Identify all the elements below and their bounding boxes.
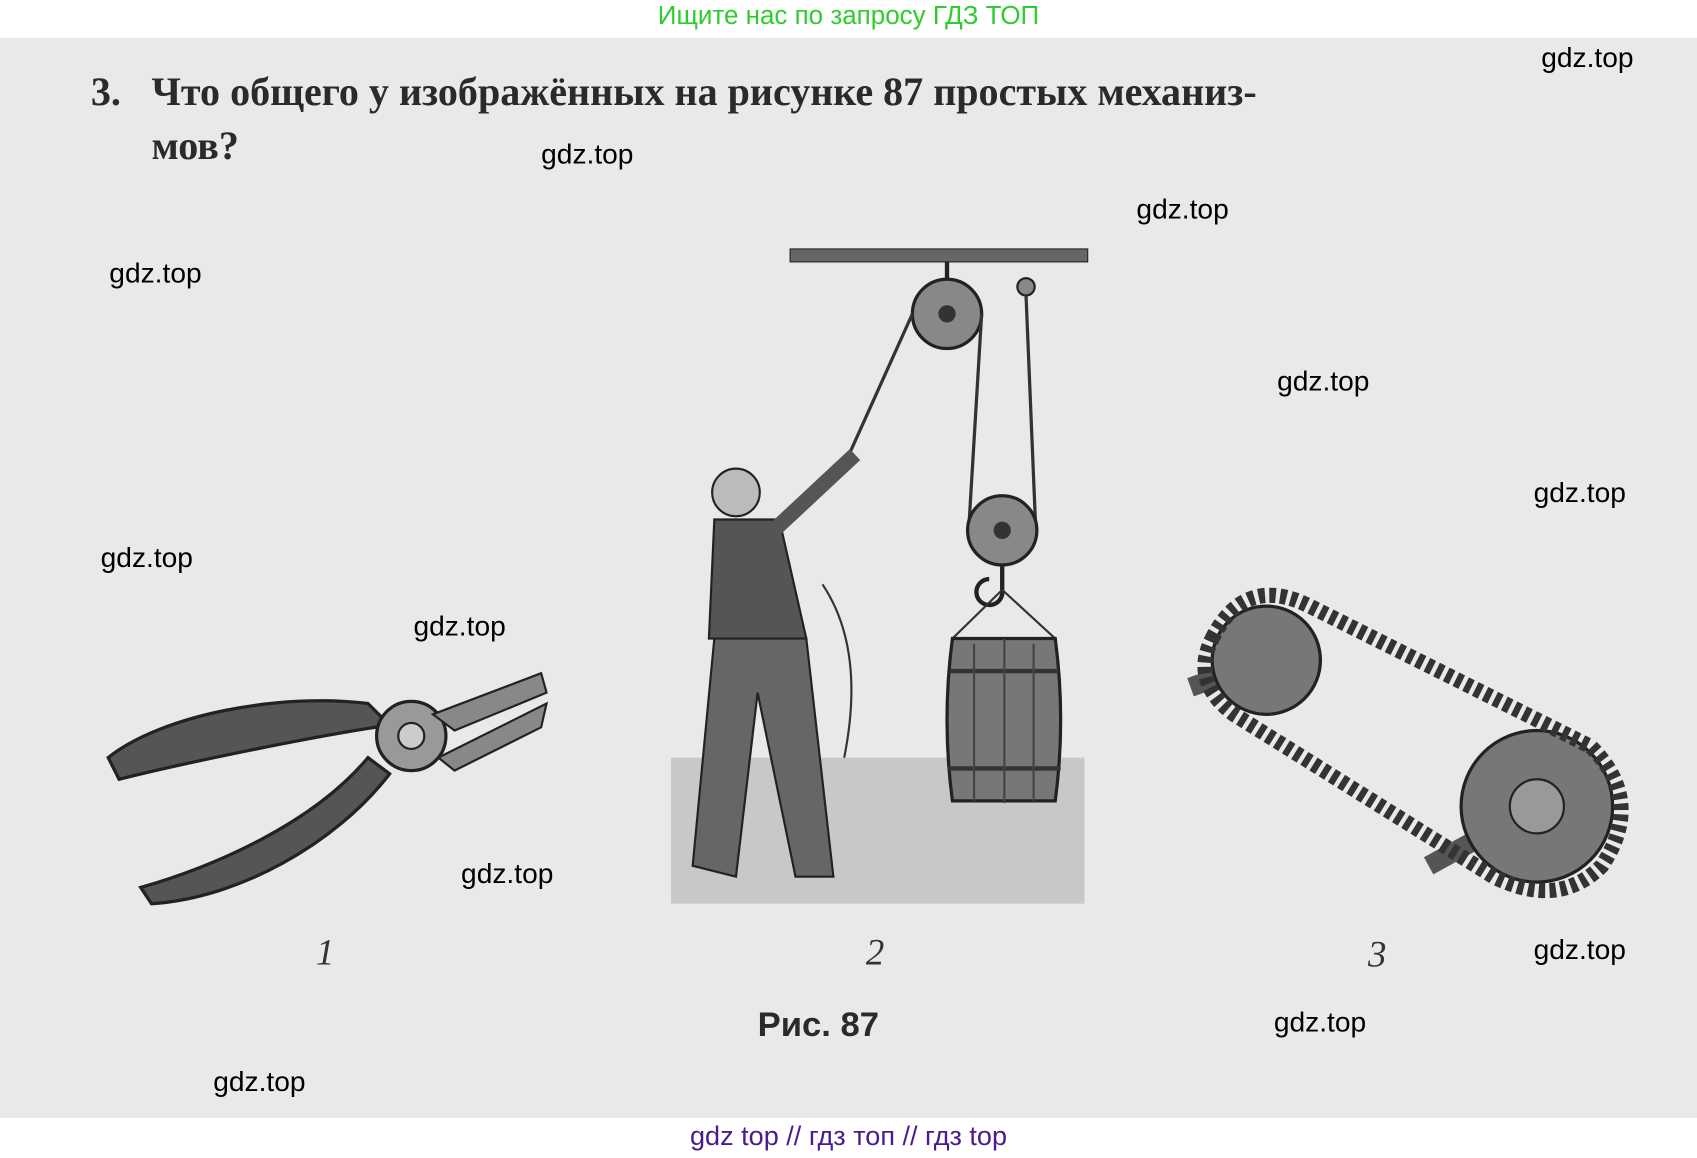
watermark: gdz.top [109, 256, 202, 289]
watermark: gdz.top [213, 1064, 306, 1098]
figure-label-3: 3 [1368, 935, 1387, 976]
figure-label-2: 2 [865, 932, 885, 973]
pulley-illustration [671, 248, 1089, 904]
search-banner: Ищите нас по запросу ГДЗ ТОП [0, 0, 1697, 38]
footer-links: gdz top // гдз топ // гдз top [0, 1118, 1697, 1158]
question-line-2: мов? [151, 124, 239, 169]
watermark: gdz.top [413, 609, 506, 642]
question-number: 3. [90, 70, 121, 115]
textbook-page [0, 37, 1697, 1119]
watermark: gdz.top [1533, 476, 1626, 509]
question-line-1: Что общего у изображённых на рисунке 87 … [151, 70, 1257, 115]
figure-caption: Рис. 87 [757, 1004, 880, 1044]
watermark: gdz.top [1533, 932, 1626, 966]
watermark: gdz.top [100, 541, 193, 574]
watermark: gdz.top [541, 137, 634, 170]
pliers-illustration [106, 671, 549, 906]
watermark: gdz.top [1541, 41, 1634, 74]
watermark: gdz.top [1277, 364, 1370, 398]
figure-label-1: 1 [316, 932, 335, 973]
chain-drive-illustration [1187, 587, 1629, 899]
watermark: gdz.top [1136, 192, 1229, 226]
watermark: gdz.top [461, 857, 554, 890]
watermark: gdz.top [1273, 1005, 1367, 1038]
